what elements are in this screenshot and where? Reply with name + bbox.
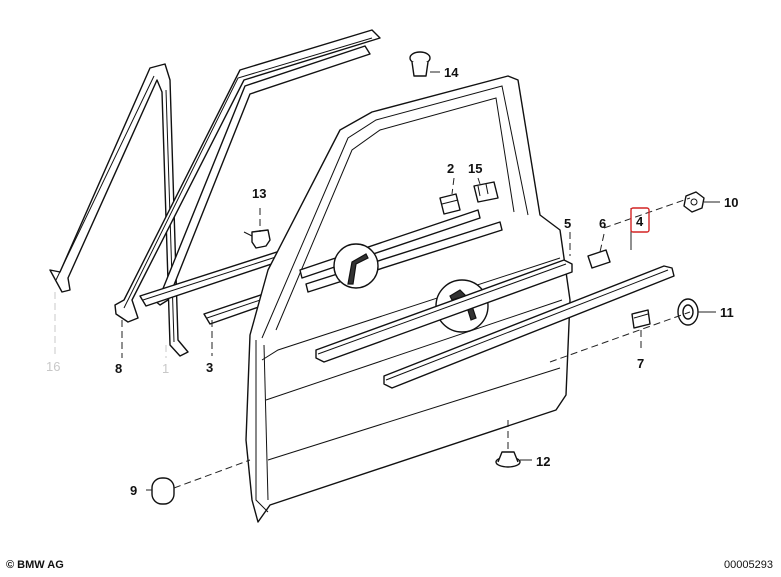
clip-6[interactable] <box>587 249 611 269</box>
callout-16[interactable]: 16 <box>46 359 60 374</box>
screw-13[interactable] <box>243 229 271 249</box>
window-frame-seal[interactable] <box>114 29 381 323</box>
door-shell <box>245 75 571 523</box>
callout-10[interactable]: 10 <box>724 195 738 210</box>
drawing-number: 00005293 <box>724 559 773 571</box>
door-moulding-lower[interactable] <box>383 265 675 389</box>
callout-11[interactable]: 11 <box>720 305 734 320</box>
callout-6[interactable]: 6 <box>599 216 606 231</box>
clip-15[interactable] <box>473 181 499 203</box>
door-moulding-upper[interactable] <box>315 259 573 363</box>
clip-2[interactable] <box>439 193 461 215</box>
profile-detail-upper <box>333 243 379 289</box>
grommet-11[interactable] <box>677 298 699 326</box>
callout-15[interactable]: 15 <box>468 161 482 176</box>
highlight-box <box>630 207 650 233</box>
clip-7[interactable] <box>631 309 651 329</box>
push-button-14[interactable] <box>409 51 431 77</box>
brand-label: © BMW AG <box>6 559 64 571</box>
callout-13[interactable]: 13 <box>252 186 266 201</box>
callout-1[interactable]: 1 <box>162 361 169 376</box>
leader-lines <box>54 71 720 491</box>
callout-8[interactable]: 8 <box>115 361 122 376</box>
callout-4[interactable]: 4 <box>636 214 644 229</box>
callout-12[interactable]: 12 <box>536 454 550 469</box>
window-channel-seal[interactable] <box>49 63 189 357</box>
callout-9[interactable]: 9 <box>130 483 137 498</box>
plug-12[interactable] <box>495 451 521 468</box>
callout-7[interactable]: 7 <box>637 356 644 371</box>
callout-5[interactable]: 5 <box>564 216 571 231</box>
nut-10[interactable] <box>683 191 705 213</box>
callout-14[interactable]: 14 <box>444 65 459 80</box>
cap-9[interactable] <box>151 477 175 505</box>
callout-2[interactable]: 2 <box>447 161 454 176</box>
callout-3[interactable]: 3 <box>206 360 213 375</box>
